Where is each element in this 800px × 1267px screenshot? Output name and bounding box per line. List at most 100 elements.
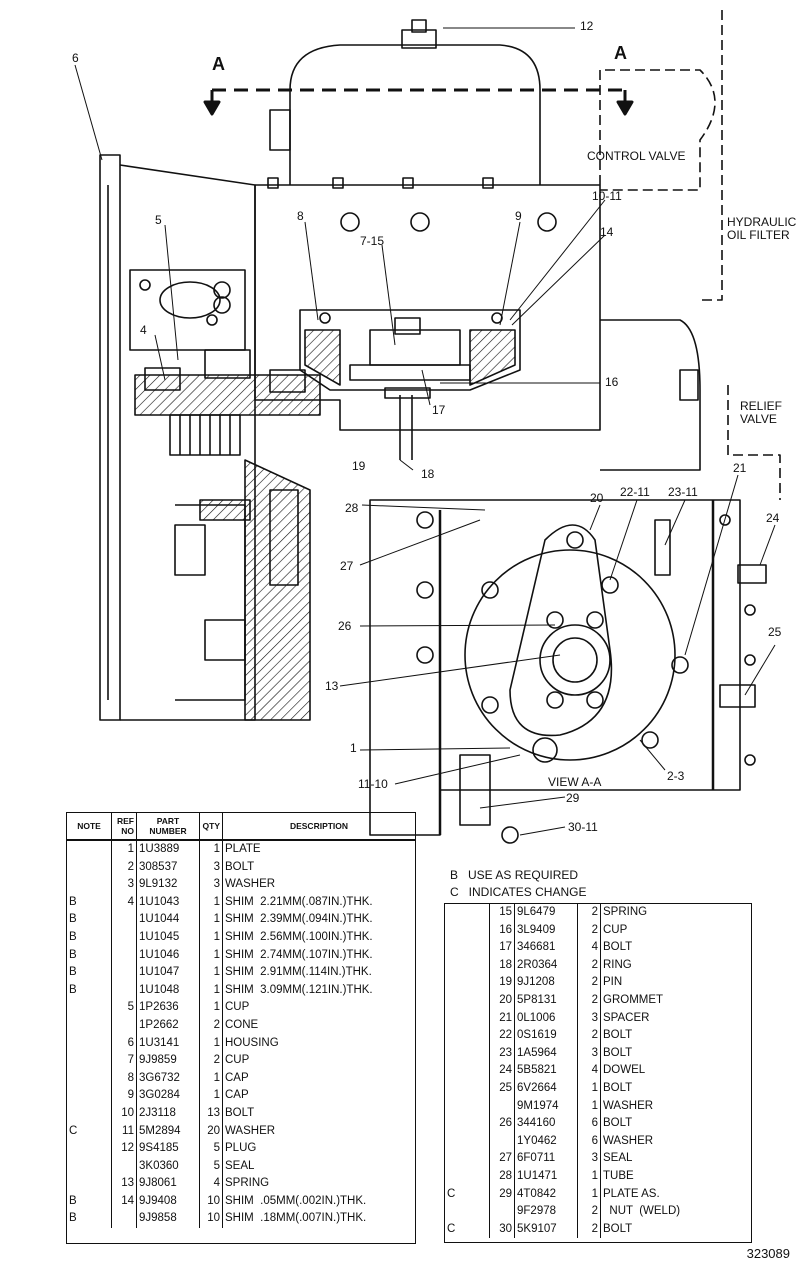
qty-cell: 3 xyxy=(199,858,223,877)
note-cell xyxy=(67,1105,112,1123)
part-number-cell: 1U1043 xyxy=(136,893,200,912)
callout-1: 1 xyxy=(350,741,357,755)
note-cell xyxy=(445,992,490,1010)
description-cell: SEAL xyxy=(600,1150,751,1168)
ref-cell xyxy=(111,946,137,965)
description-cell: BOLT xyxy=(600,1220,751,1239)
qty-cell: 2 xyxy=(577,904,601,922)
note-cell xyxy=(445,1098,490,1116)
part-number-cell: 3G6732 xyxy=(136,1069,200,1088)
relief-valve-outline xyxy=(727,385,781,500)
note-cell: B xyxy=(69,895,77,908)
description-cell: WASHER xyxy=(600,1132,751,1151)
part-number-cell: 9J8061 xyxy=(136,1175,200,1193)
note-cell xyxy=(67,1070,112,1088)
note-cell: B xyxy=(69,966,77,979)
ref-cell xyxy=(489,1097,515,1116)
lower-housing-section xyxy=(174,459,311,721)
qty-cell: 6 xyxy=(577,1115,601,1133)
part-number-cell: 9M1974 xyxy=(514,1097,578,1116)
note-cell xyxy=(67,1175,112,1193)
note-cell xyxy=(67,840,112,859)
note-cell xyxy=(445,1027,490,1045)
qty-cell: 1 xyxy=(199,911,223,929)
note-cell xyxy=(445,904,490,922)
callout-23-11: 23-11 xyxy=(668,485,698,499)
part-number-cell: 1Y0462 xyxy=(514,1132,578,1151)
oil-filter-canister xyxy=(255,19,600,189)
description-cell: SPRING xyxy=(222,1175,415,1193)
qty-cell: 3 xyxy=(199,876,223,894)
qty-cell: 2 xyxy=(577,974,601,992)
description-cell: BOLT xyxy=(600,1115,751,1133)
part-number-cell: 3G0284 xyxy=(136,1087,200,1105)
part-number-cell: 5P8131 xyxy=(514,991,578,1010)
ref-cell: 13 xyxy=(111,1175,137,1193)
ref-cell: 26 xyxy=(489,1115,515,1133)
control-valve-outline xyxy=(599,10,723,301)
part-number-cell: 9J9858 xyxy=(136,1210,200,1229)
header-description: DESCRIPTION xyxy=(222,813,415,841)
qty-cell: 1 xyxy=(577,1185,601,1204)
callout-21: 21 xyxy=(733,461,747,475)
ref-cell: 23 xyxy=(489,1044,515,1063)
part-number-cell: 1U1047 xyxy=(136,964,200,982)
description-cell: SHIM 2.21MM(.087IN.)THK. xyxy=(222,893,415,912)
qty-cell: 2 xyxy=(577,1220,601,1239)
qty-cell: 2 xyxy=(577,1203,601,1221)
qty-cell: 1 xyxy=(199,893,223,912)
ref-cell: 27 xyxy=(489,1150,515,1168)
callout-25: 25 xyxy=(768,625,782,639)
ref-cell: 1 xyxy=(111,840,137,859)
note-cell xyxy=(445,957,490,975)
qty-cell: 2 xyxy=(577,991,601,1010)
qty-cell: 1 xyxy=(199,946,223,965)
description-cell: NUT (WELD) xyxy=(600,1203,751,1221)
description-cell: CUP xyxy=(222,1052,415,1070)
description-cell: BOLT xyxy=(600,1079,751,1098)
part-number-cell: 1U1048 xyxy=(136,981,200,1000)
part-number-cell: 0L1006 xyxy=(514,1009,578,1028)
note-cell: B xyxy=(69,948,77,961)
note-cell xyxy=(67,999,112,1017)
callout-8: 8 xyxy=(297,209,304,223)
qty-cell: 2 xyxy=(577,956,601,975)
ref-cell xyxy=(111,911,137,929)
ref-cell xyxy=(111,1157,137,1176)
part-number-cell: 9J9408 xyxy=(136,1192,200,1211)
note-cell xyxy=(67,1087,112,1105)
part-number-cell: 308537 xyxy=(136,858,200,877)
qty-cell: 1 xyxy=(577,1097,601,1116)
description-cell: DOWEL xyxy=(600,1062,751,1080)
callout-28: 28 xyxy=(345,501,359,515)
qty-cell: 1 xyxy=(199,964,223,982)
description-cell: PIN xyxy=(600,974,751,992)
part-number-cell: 9F2978 xyxy=(514,1203,578,1221)
ref-cell xyxy=(489,1132,515,1151)
callout-12: 12 xyxy=(580,19,594,33)
ref-cell: 14 xyxy=(111,1192,137,1211)
description-cell: SEAL xyxy=(222,1157,415,1176)
callout-9: 9 xyxy=(515,209,522,223)
part-number-cell: 1P2636 xyxy=(136,999,200,1017)
ref-cell: 4 xyxy=(111,893,137,912)
ref-cell: 21 xyxy=(489,1009,515,1028)
qty-cell: 1 xyxy=(199,1087,223,1105)
note-indicates-change: C INDICATES CHANGE xyxy=(450,885,587,899)
ref-cell: 3 xyxy=(111,876,137,894)
part-number-cell: 4T0842 xyxy=(514,1185,578,1204)
part-number-cell: 346681 xyxy=(514,939,578,957)
ref-cell: 15 xyxy=(489,904,515,922)
ref-cell: 5 xyxy=(111,999,137,1017)
note-cell xyxy=(445,1203,490,1221)
ref-cell xyxy=(111,1210,137,1229)
ref-cell xyxy=(111,1016,137,1035)
